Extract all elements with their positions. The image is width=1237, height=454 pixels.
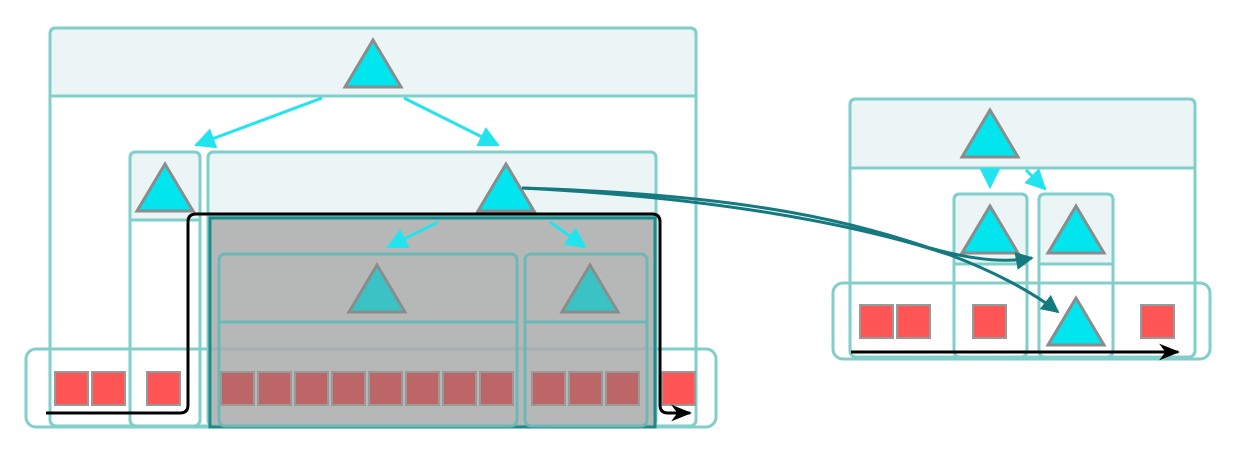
leaf-square-icon [91,371,126,406]
right-leaf-band [831,281,1212,361]
right-tree [831,97,1212,361]
child-b-triangle-icon [475,161,537,213]
leaf-square-icon [1140,304,1175,339]
left-child-b-header [206,150,658,218]
leaf-square-icon [479,371,514,406]
tree-arrow-b-gb [549,220,587,249]
leaf-square-icon [146,371,181,406]
right-tree-arrow-b [1024,168,1047,191]
left-tree [24,26,718,429]
leaf-square-icon [220,371,255,406]
leaf-square-icon [605,371,640,406]
left-leaves [54,371,696,406]
leaf-square-icon [257,371,292,406]
leaf-square-icon [661,371,696,406]
leaf-square-icon [859,304,894,339]
leaf-square-icon [405,371,440,406]
tree-arrow-root-b [403,96,500,147]
cross-arrow-lower [521,186,1060,314]
root-triangle-icon [342,37,404,89]
grandchild-a-triangle-icon [346,262,408,314]
leaf-square-icon [972,304,1007,339]
leaf-square-icon [531,371,566,406]
leaf-square-icon [331,371,366,406]
left-grandchild-b-box [523,252,649,428]
leaf-square-icon [54,371,89,406]
leaf-square-icon [442,371,477,406]
right-child-a-triangle-icon [959,203,1021,255]
right-root-header [848,97,1197,170]
cross-tree-arrows [521,186,1060,314]
left-grandchild-a-box [217,252,519,428]
tree-arrow-b-ga [386,220,439,249]
leaf-square-icon [568,371,603,406]
child-a-triangle-icon [134,161,196,213]
right-child-b-triangle-icon [1045,203,1107,255]
right-leaves [859,304,1175,339]
right-leaf-triangle-icon [1045,295,1107,347]
leaf-square-icon [368,371,403,406]
leaf-square-icon [294,371,329,406]
tree-arrow-root-a [194,96,323,149]
traversal-path [46,212,693,422]
right-root-triangle-icon [959,107,1021,159]
cross-arrow-upper [521,186,1034,270]
leaf-square-icon [896,304,931,339]
grandchild-b-triangle-icon [559,262,621,314]
